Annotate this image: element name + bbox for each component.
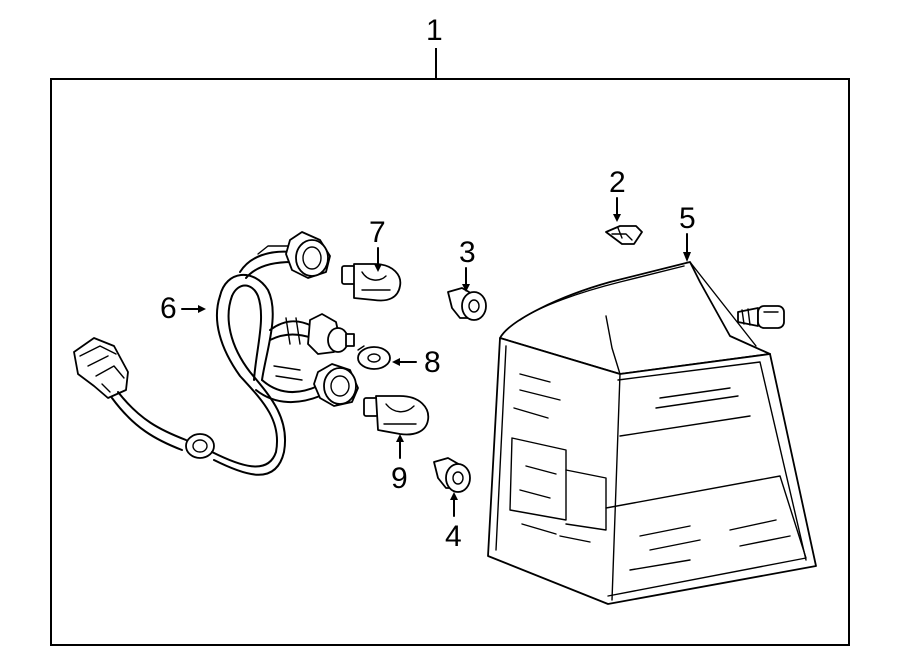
callout-1: 1: [426, 14, 443, 47]
connector-icon: [73, 337, 129, 399]
tail-lamp-lens-icon: [487, 261, 817, 605]
grommet-icon: [433, 457, 471, 493]
bulb-icon: [341, 263, 402, 302]
arrowhead-3: [462, 284, 470, 292]
gasket-icon: [357, 345, 391, 370]
callout-6: 6: [160, 292, 177, 325]
arrowhead-5: [683, 252, 691, 262]
arrowhead-8: [392, 358, 400, 366]
arrowhead-9: [396, 434, 404, 442]
callout-4: 4: [445, 520, 462, 553]
arrowhead-7: [374, 264, 382, 272]
screw-icon: [737, 305, 785, 329]
grommet-icon: [447, 287, 487, 321]
socket-icon: [285, 231, 359, 407]
arrowhead-6: [198, 305, 206, 313]
callout-2: 2: [609, 166, 626, 199]
callout-7: 7: [369, 216, 386, 249]
callout-8: 8: [424, 346, 441, 379]
clip-icon: [605, 225, 643, 245]
callout-9: 9: [391, 462, 408, 495]
callout-5: 5: [679, 202, 696, 235]
diagram-frame: [50, 78, 850, 646]
bulb-icon: [363, 395, 430, 436]
arrowhead-4: [450, 492, 458, 500]
callout-3: 3: [459, 236, 476, 269]
wiring-harness-icon: [73, 245, 321, 476]
arrowhead-2: [613, 214, 621, 222]
